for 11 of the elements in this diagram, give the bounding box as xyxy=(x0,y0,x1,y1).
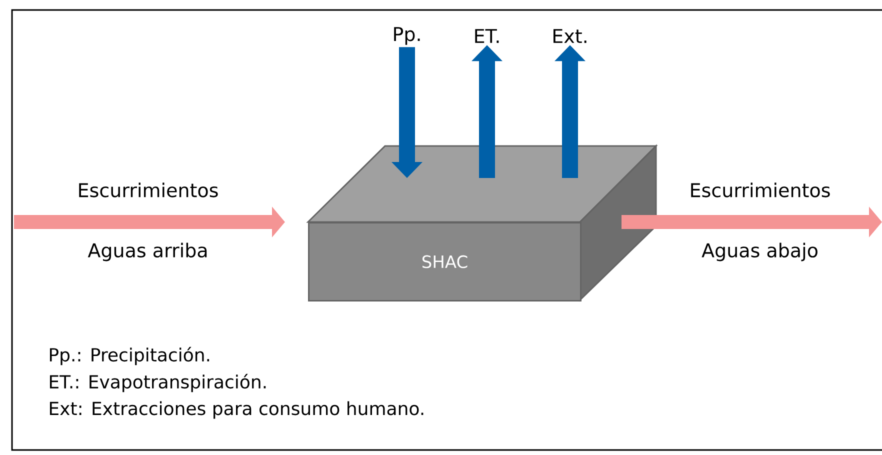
flow-label: Ext. xyxy=(554,29,586,43)
edge-label: Escurrimientos xyxy=(691,182,830,198)
flow-label: Aguas abajo xyxy=(702,242,818,262)
legend-text: Pp.: Precipitación. xyxy=(50,346,210,366)
flow-label: ET. xyxy=(475,29,499,43)
legend-text: Ext: Extracciones para consumo humano. xyxy=(50,401,424,419)
node-label: SHAC xyxy=(422,255,468,268)
legend-text: ET.: Evapotranspiración. xyxy=(50,374,266,392)
edge-label: Escurrimientos xyxy=(79,182,218,198)
flow-label: Aguas arriba xyxy=(88,242,207,262)
flow-label: Pp. xyxy=(394,27,420,45)
